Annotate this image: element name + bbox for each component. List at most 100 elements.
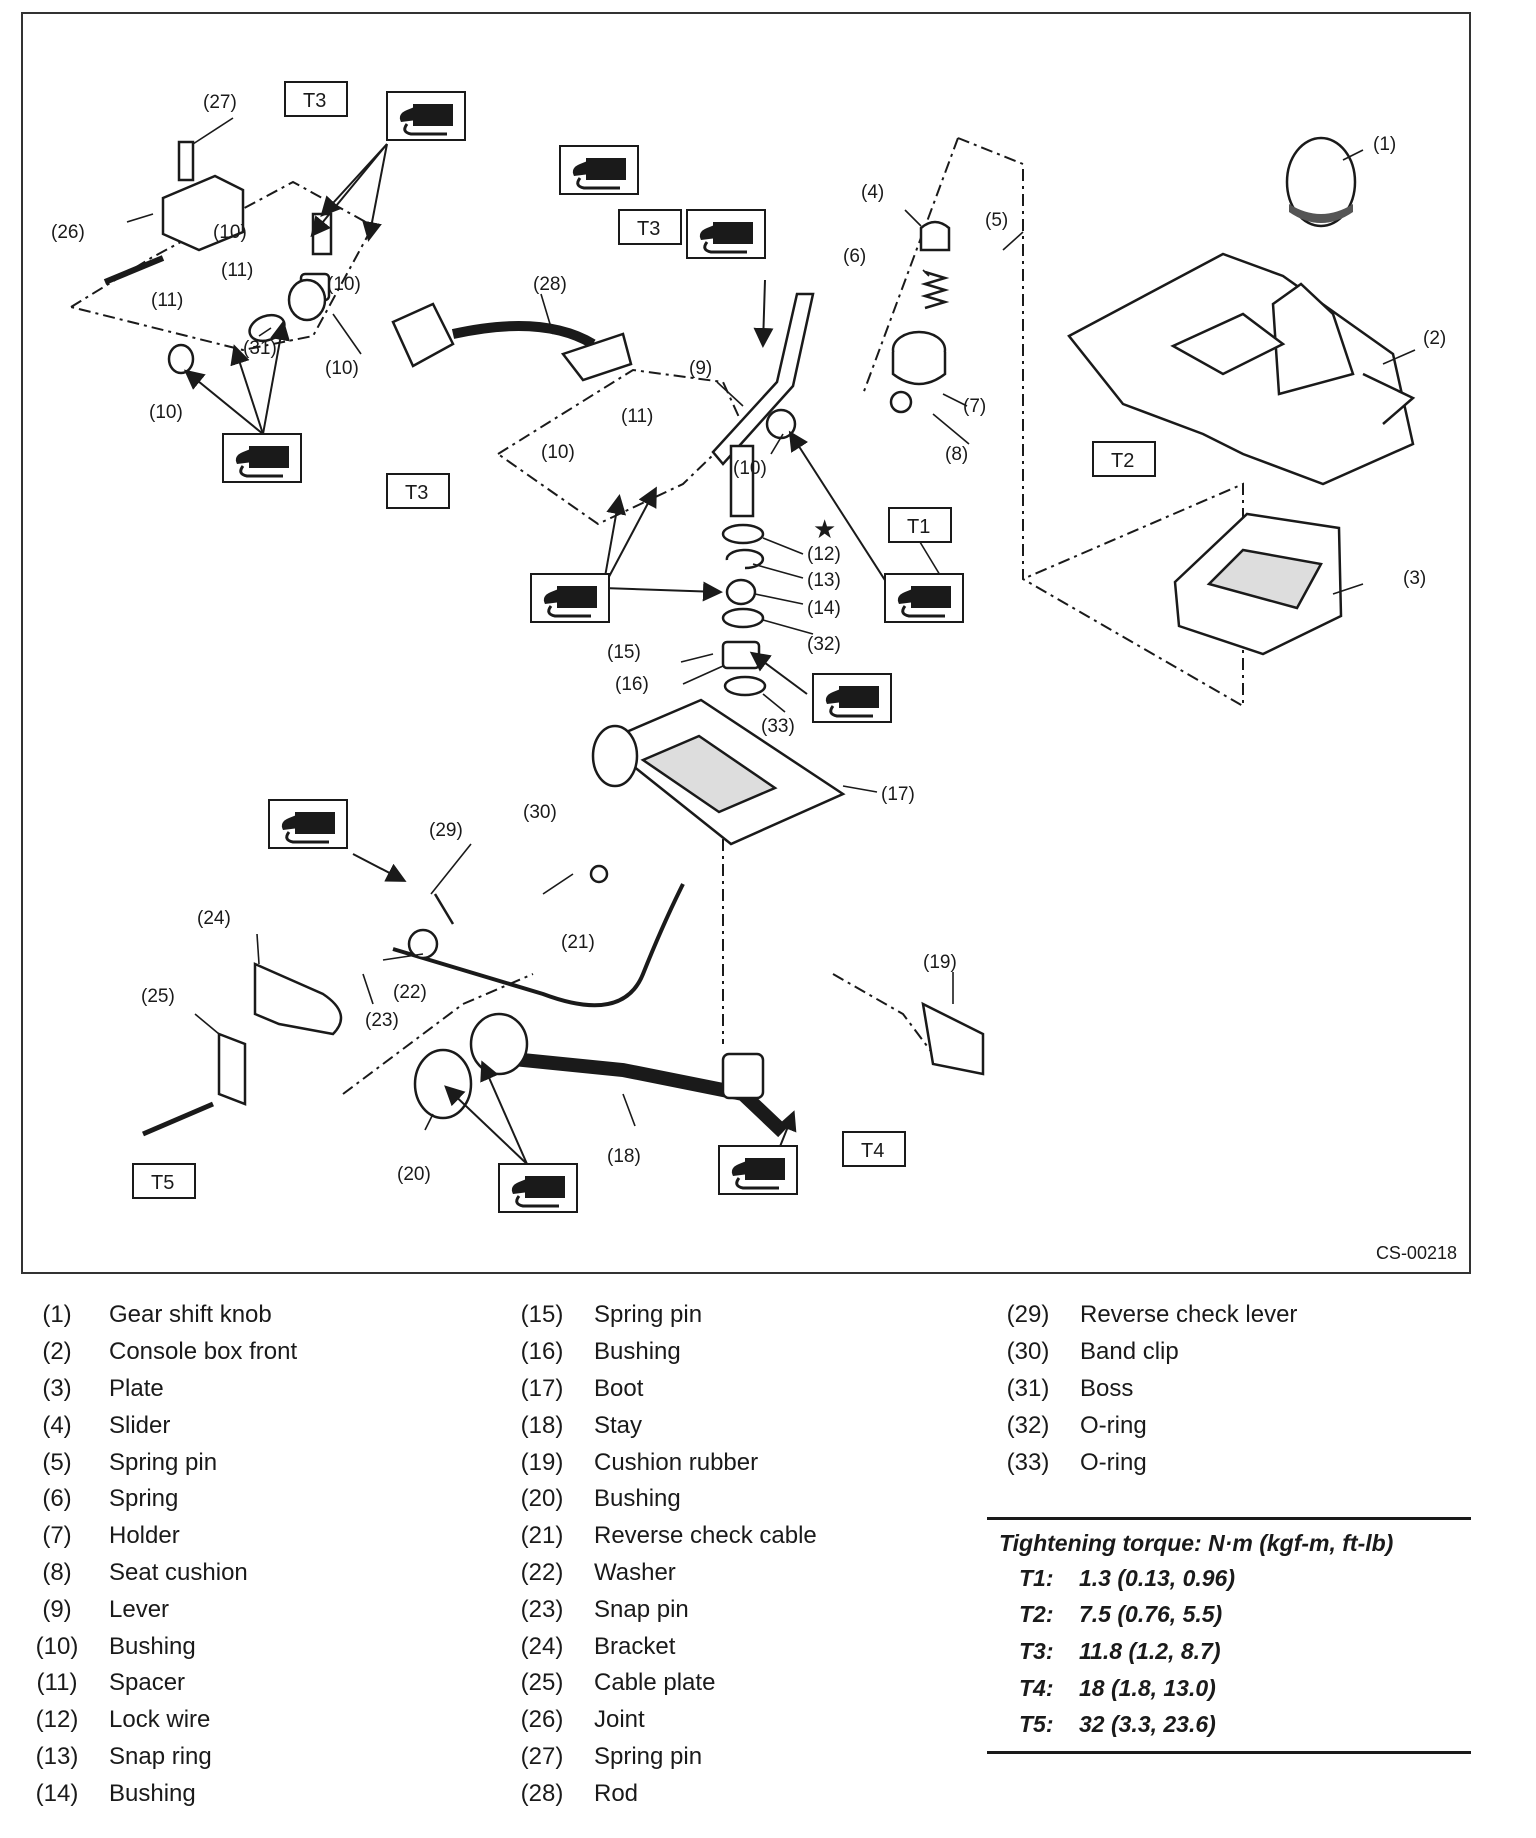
callout-14: (14) xyxy=(807,598,841,619)
legend-item-name: Bushing xyxy=(594,1338,681,1366)
torque-value: 7.5 (0.76, 5.5) xyxy=(1079,1601,1223,1628)
legend-item-number: (4) xyxy=(42,1411,72,1439)
callout-22: (22) xyxy=(393,982,427,1003)
legend-item-number: (30) xyxy=(1006,1338,1050,1366)
legend-item-name: Slider xyxy=(109,1411,171,1439)
legend-item-name: Washer xyxy=(594,1558,676,1586)
legend-item: (9)Lever xyxy=(21,1591,297,1628)
legend-item-name: Spacer xyxy=(109,1669,186,1697)
callout-21: (21) xyxy=(561,932,595,953)
legend-item-name: O-ring xyxy=(1080,1448,1147,1476)
boot xyxy=(591,698,846,846)
gear-shift-knob xyxy=(1285,136,1357,228)
callout-15: (15) xyxy=(607,642,641,663)
legend-item: (2) Console box front xyxy=(21,1334,297,1371)
legend-item-number: (29) xyxy=(1006,1301,1050,1329)
legend-item-number: (26) xyxy=(520,1706,564,1734)
callout-4: (4) xyxy=(861,182,884,203)
t3-box-b: T3 xyxy=(637,218,660,240)
legend-item-number: (12) xyxy=(35,1706,79,1734)
legend-item: (7)Holder xyxy=(21,1518,297,1555)
legend-item-name: Reverse check cable xyxy=(594,1522,817,1550)
bracket-plate xyxy=(142,962,985,1137)
legend-item-name: Cushion rubber xyxy=(594,1448,759,1476)
legend-item: (21) Reverse check cable xyxy=(506,1518,817,1555)
legend-item-number: (31) xyxy=(1006,1374,1050,1402)
legend-item: (6)Spring xyxy=(21,1481,297,1518)
callout-2: (2) xyxy=(1423,328,1446,349)
torque-boxes: T3 T3 T3 T1 T2 T4 T5 xyxy=(132,81,1156,1199)
legend-item: (19)Cushion rubber xyxy=(506,1444,817,1481)
legend-item-number: (23) xyxy=(520,1595,564,1623)
torque-value: 18 (1.8, 13.0) xyxy=(1079,1674,1216,1701)
legend-item: (15)Spring pin xyxy=(506,1297,817,1334)
legend-item-name: Console box front xyxy=(109,1338,298,1366)
callout-10c: (10) xyxy=(327,274,361,295)
torque-value: 32 (3.3, 23.6) xyxy=(1079,1711,1216,1738)
legend-column-1: (1)Gear shift knob(2)Console box front(3… xyxy=(21,1297,297,1812)
legend-item-number: (14) xyxy=(35,1779,79,1807)
legend-item-number: (17) xyxy=(520,1374,564,1402)
callout-28: (28) xyxy=(533,274,567,295)
figure-id: CS-00218 xyxy=(1375,1243,1457,1263)
torque-row: T1:1.3 (0.13, 0.96) xyxy=(987,1560,1471,1597)
legend-item-name: Spring pin xyxy=(594,1301,703,1329)
t4-box: T4 xyxy=(861,1140,884,1162)
legend-item-name: Spring pin xyxy=(594,1742,703,1770)
t3-box-c: T3 xyxy=(405,482,428,504)
callout-19: (19) xyxy=(923,952,957,973)
legend-item-name: Lock wire xyxy=(109,1706,211,1734)
legend-item-name: Snap pin xyxy=(594,1595,689,1623)
legend-item: (32)O-ring xyxy=(992,1407,1297,1444)
legend-item: (10)Bushing xyxy=(21,1628,297,1665)
legend-item-number: (5) xyxy=(42,1448,72,1476)
callout-11a: (11) xyxy=(221,260,253,281)
stay xyxy=(413,1012,788,1138)
legend-item-number: (20) xyxy=(520,1485,564,1513)
torque-key: T1: xyxy=(1019,1564,1054,1591)
callout-8: (8) xyxy=(945,444,968,465)
callout-20: (20) xyxy=(397,1164,431,1185)
svg-text:★: ★ xyxy=(813,515,836,545)
callout-10e: (10) xyxy=(541,442,575,463)
callout-26: (26) xyxy=(51,222,85,243)
callout-33: (33) xyxy=(761,716,795,737)
legend-item-number: (21) xyxy=(520,1522,564,1550)
legend-item-number: (27) xyxy=(520,1742,564,1770)
callout-3: (3) xyxy=(1403,568,1426,589)
legend-item: (4) Slider xyxy=(21,1407,297,1444)
torque-key: T2: xyxy=(1019,1601,1054,1628)
t5-box: T5 xyxy=(151,1172,174,1194)
t1-box: T1 xyxy=(907,516,930,538)
legend-item: (11) Spacer xyxy=(21,1665,297,1702)
legend-item: (28)Rod xyxy=(506,1775,817,1812)
legend-item-name: Holder xyxy=(109,1522,180,1550)
callout-6: (6) xyxy=(843,246,866,267)
legend-item: (13)Snap ring xyxy=(21,1739,297,1776)
callout-11b: (11) xyxy=(151,290,183,311)
torque-row: T3:11.8 (1.2, 8.7) xyxy=(987,1633,1471,1670)
callout-10b: (10) xyxy=(213,222,247,243)
lever xyxy=(711,292,815,518)
legend-item: (5)Spring pin xyxy=(21,1444,297,1481)
callout-25: (25) xyxy=(141,986,175,1007)
joint-and-rod-front xyxy=(103,140,633,382)
torque-key: T3: xyxy=(1019,1637,1054,1664)
legend-item-number: (10) xyxy=(35,1632,79,1660)
legend-item: (8)Seat cushion xyxy=(21,1555,297,1592)
legend-item-number: (11) xyxy=(36,1669,78,1697)
legend-item: (26) Joint xyxy=(506,1702,817,1739)
t3-box-a: T3 xyxy=(303,90,326,112)
legend-item: (1)Gear shift knob xyxy=(21,1297,297,1334)
torque-key: T5: xyxy=(1019,1711,1054,1738)
legend-item-name: Spring xyxy=(109,1485,179,1513)
legend-item: (18)Stay xyxy=(506,1407,817,1444)
callout-24: (24) xyxy=(197,908,231,929)
legend-item-name: Joint xyxy=(594,1706,645,1734)
legend-item-number: (2) xyxy=(42,1338,72,1366)
exploded-view-diagram: (1) (2) (3) (4) (5) (6) (7) (8) (9) (10)… xyxy=(51,81,1446,1214)
callout-29: (29) xyxy=(429,820,463,841)
legend-item-name: Gear shift knob xyxy=(109,1301,272,1329)
legend-item-number: (8) xyxy=(42,1558,72,1586)
legend-item-name: Rod xyxy=(594,1779,639,1807)
